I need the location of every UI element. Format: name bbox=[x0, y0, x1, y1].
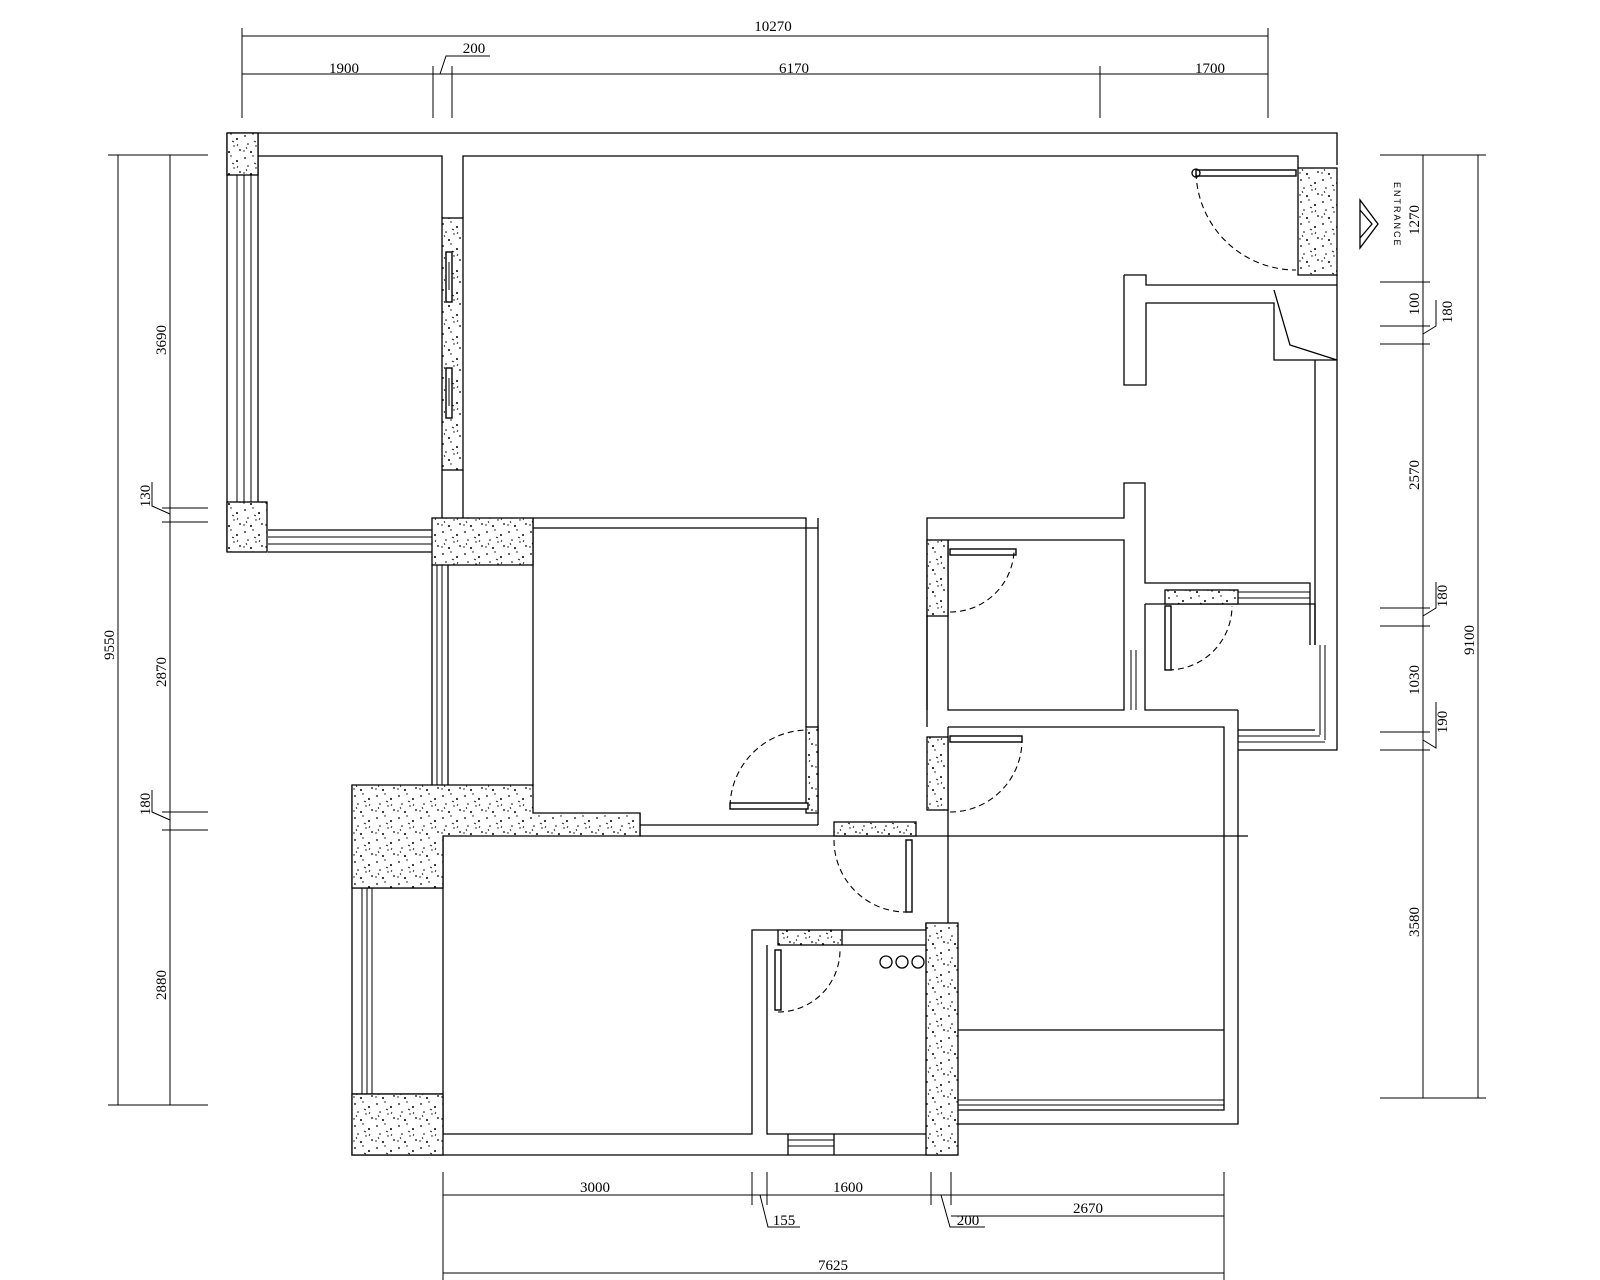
column bbox=[226, 501, 268, 553]
column bbox=[805, 726, 819, 814]
dimension-lines bbox=[108, 28, 1486, 1280]
column bbox=[1164, 589, 1239, 605]
door-leaf bbox=[774, 949, 782, 1011]
dim-right-seg3: 180 bbox=[1440, 301, 1456, 324]
dim-top-seg3: 6170 bbox=[779, 61, 809, 77]
column bbox=[777, 929, 843, 946]
dim-left-seg2: 130 bbox=[138, 485, 154, 508]
dim-left-seg5: 2880 bbox=[154, 970, 170, 1000]
door-leaf bbox=[1195, 169, 1297, 177]
door-leaf bbox=[1164, 605, 1172, 671]
column bbox=[431, 517, 534, 566]
column bbox=[926, 539, 949, 617]
door-leaf bbox=[949, 735, 1023, 743]
column bbox=[925, 922, 959, 1156]
door-swing bbox=[949, 551, 1015, 613]
dim-bottom-seg5: 2670 bbox=[1073, 1201, 1103, 1217]
dim-right-seg4: 2570 bbox=[1407, 460, 1423, 490]
dim-bottom-seg2: 155 bbox=[773, 1213, 796, 1229]
doors bbox=[445, 168, 1297, 1013]
column bbox=[226, 132, 259, 176]
walls bbox=[226, 132, 1338, 1156]
door-swing bbox=[1167, 605, 1233, 671]
door-leaf bbox=[949, 548, 1017, 556]
column bbox=[1297, 167, 1338, 276]
dim-right-seg2: 100 bbox=[1407, 293, 1423, 316]
dim-bottom-seg4: 200 bbox=[957, 1213, 980, 1229]
dim-left-seg1: 3690 bbox=[154, 325, 170, 355]
dim-right-seg7: 190 bbox=[1435, 711, 1451, 734]
door-swing bbox=[1195, 172, 1297, 271]
column bbox=[833, 821, 917, 837]
column bbox=[351, 784, 641, 889]
structural-columns bbox=[226, 132, 1338, 1156]
dim-top-seg2: 200 bbox=[463, 41, 486, 57]
dim-top-seg1: 1900 bbox=[329, 61, 359, 77]
entrance-label: ENTRANCE bbox=[1392, 182, 1402, 248]
door-leaf bbox=[905, 839, 913, 913]
dim-left-seg3: 2870 bbox=[154, 657, 170, 687]
dim-left-seg4: 180 bbox=[138, 793, 154, 816]
dim-right-seg1: 1270 bbox=[1407, 205, 1423, 235]
door-swing bbox=[729, 729, 809, 807]
dim-right-seg8: 3580 bbox=[1407, 907, 1423, 937]
dim-bottom-total: 7625 bbox=[818, 1258, 848, 1274]
door-swing bbox=[833, 839, 909, 913]
dim-top-seg4: 1700 bbox=[1195, 61, 1225, 77]
dim-bottom-seg1: 3000 bbox=[580, 1180, 610, 1196]
dim-right-total: 9100 bbox=[1462, 625, 1478, 655]
column bbox=[351, 1093, 444, 1156]
dim-right-seg6: 1030 bbox=[1407, 665, 1423, 695]
door-swing bbox=[777, 949, 841, 1013]
dim-right-seg5: 180 bbox=[1435, 585, 1451, 608]
dim-top-total: 10270 bbox=[754, 19, 792, 35]
entrance-marker: ENTRANCE bbox=[1359, 182, 1402, 250]
door-swing bbox=[949, 739, 1023, 813]
dim-bottom-seg3: 1600 bbox=[833, 1180, 863, 1196]
column bbox=[926, 736, 949, 811]
dim-left-total: 9550 bbox=[102, 630, 118, 660]
door-leaf bbox=[729, 802, 809, 810]
dimension-labels: 10270 1900 200 6170 1700 9550 3690 130 2… bbox=[102, 19, 1478, 1274]
stove-burners bbox=[879, 955, 925, 969]
